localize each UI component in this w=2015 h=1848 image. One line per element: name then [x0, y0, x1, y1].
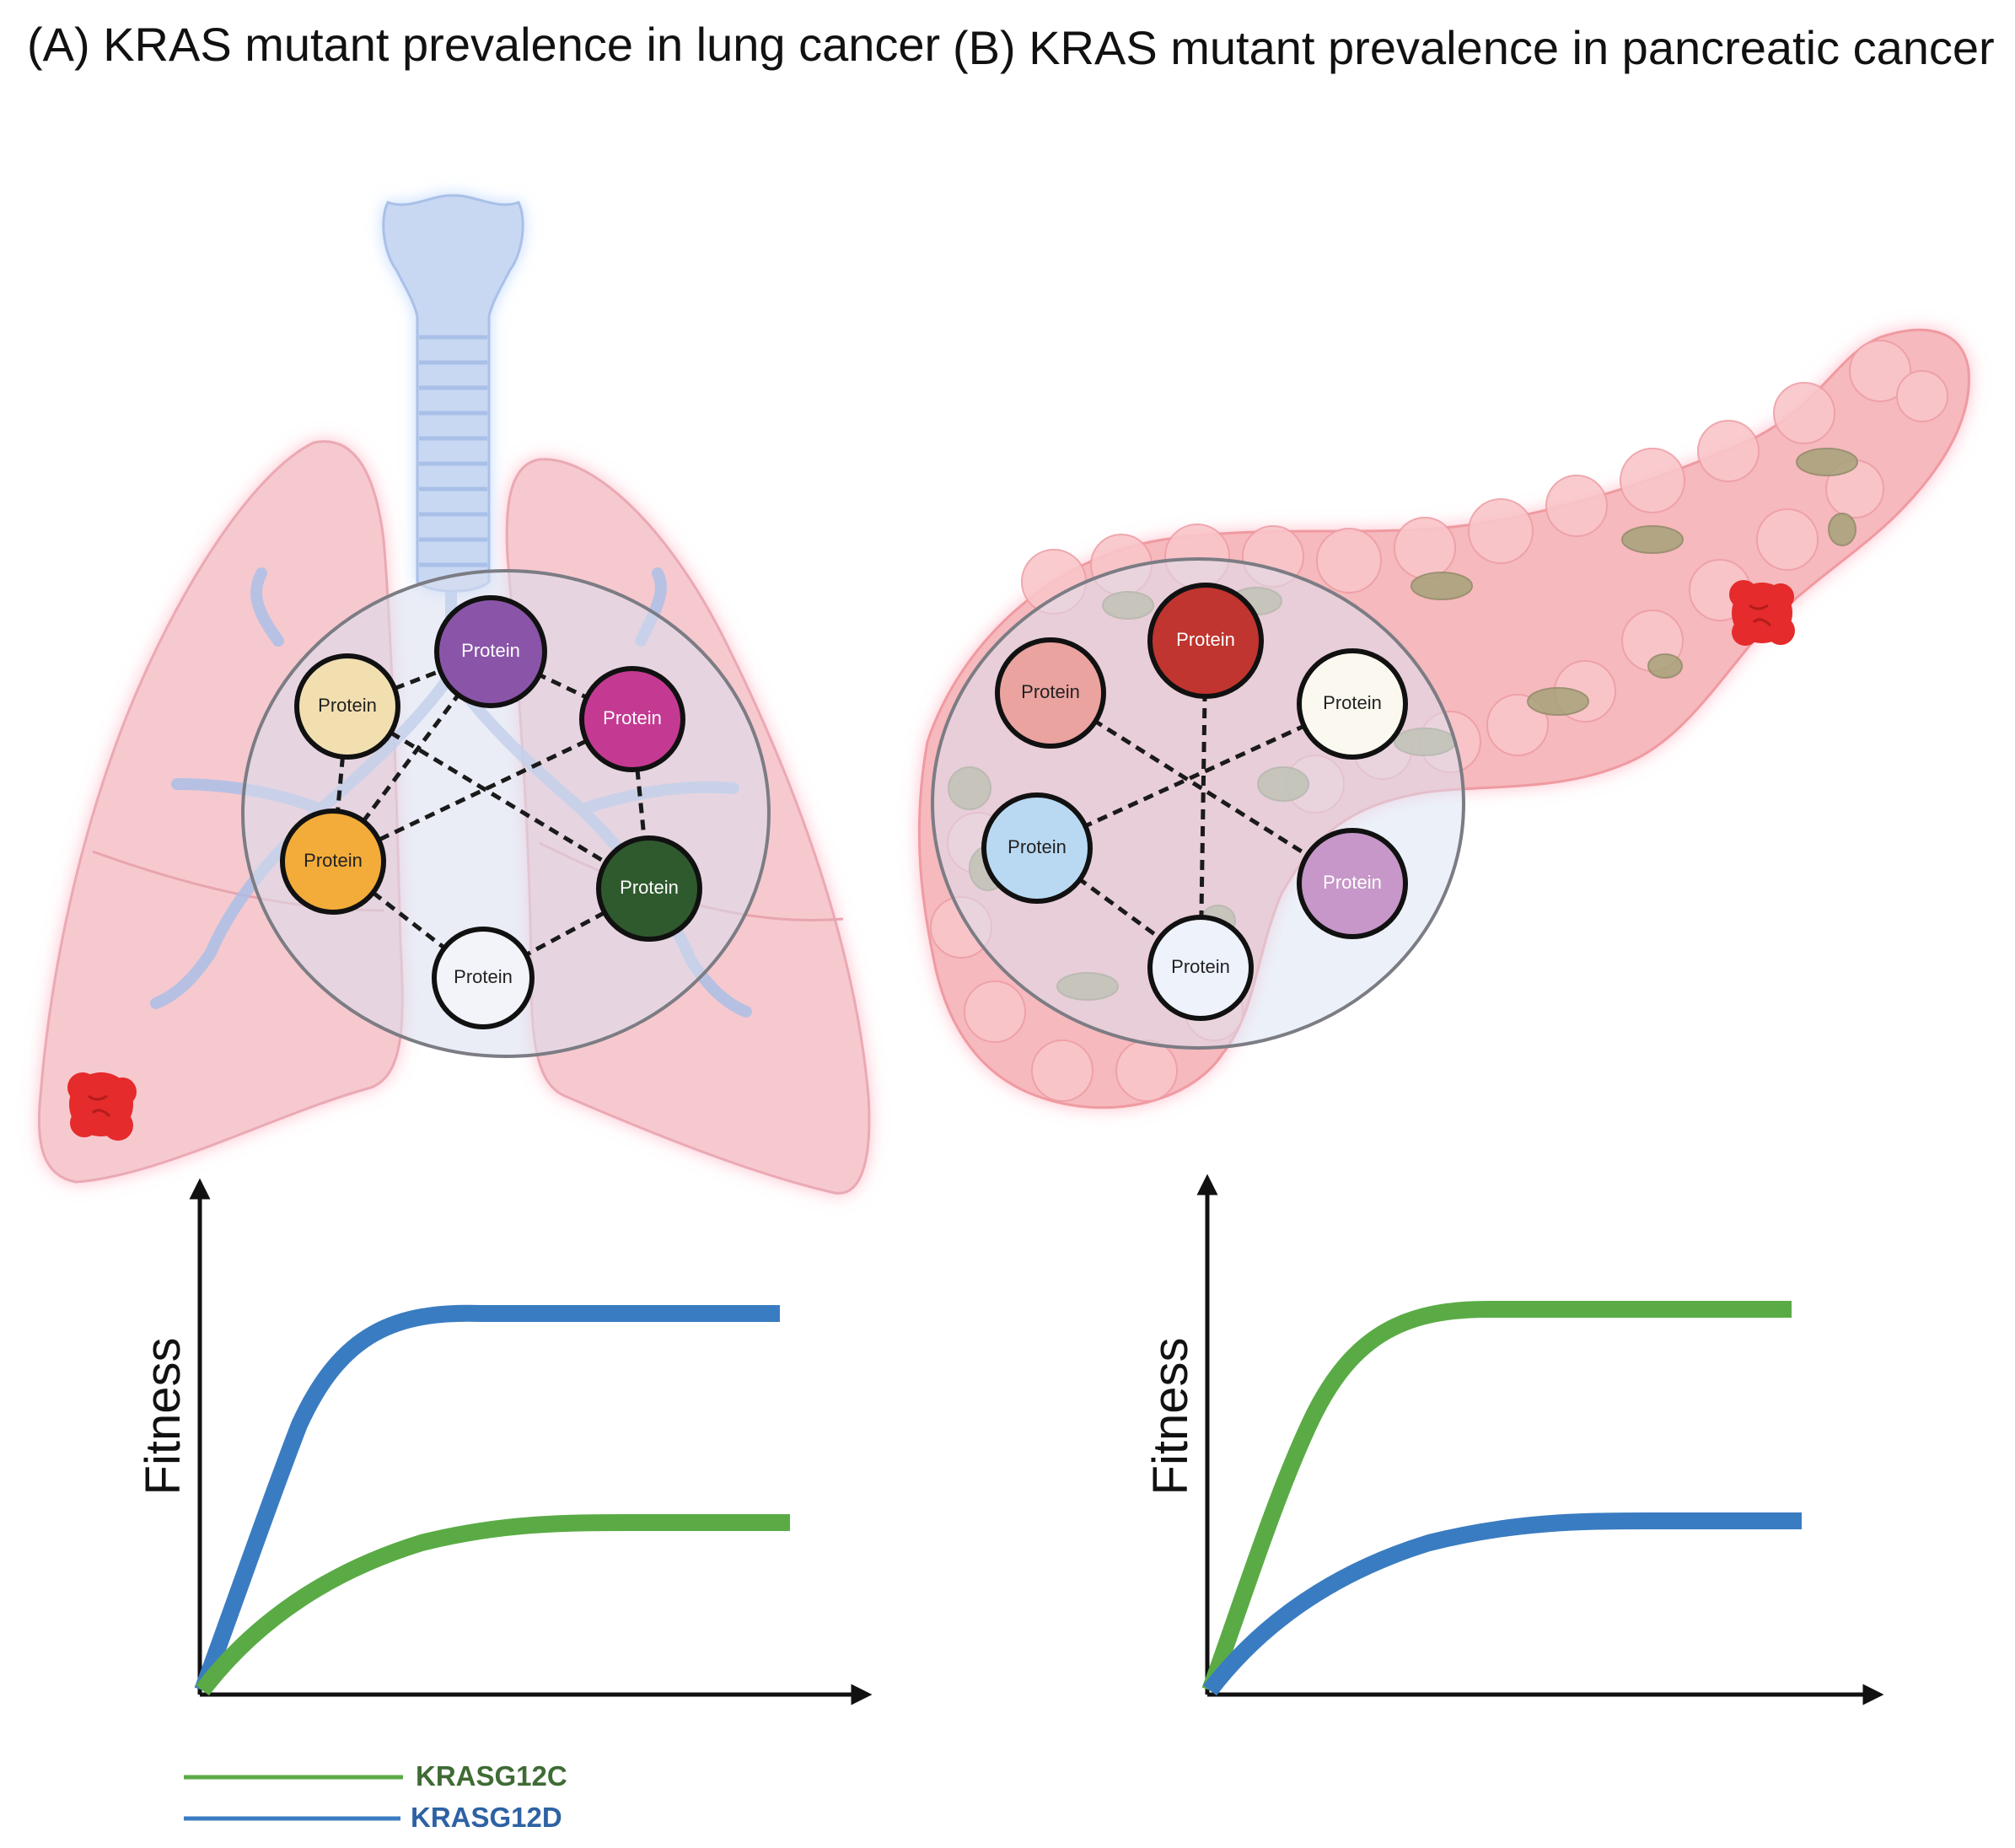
series-line [1203, 1512, 1802, 1696]
protein-node-circle [1297, 828, 1408, 939]
protein-node-circle [1147, 915, 1254, 1021]
tumor-nodule-icon [1729, 580, 1795, 646]
panel-a: (A) KRAS mutant prevalence in lung cance… [27, 18, 940, 1706]
protein-node: Protein [1297, 648, 1408, 760]
panel-a-title: (A) KRAS mutant prevalence in lung cance… [27, 18, 940, 71]
protein-node-circle [981, 792, 1093, 904]
legend: KRASG12C KRASG12D [184, 1760, 567, 1833]
protein-label: Protein [1021, 681, 1080, 702]
legend-label: KRASG12C [416, 1760, 567, 1792]
series-line [1201, 1300, 1792, 1694]
protein-node: Protein [596, 835, 702, 942]
protein-node: Protein [432, 927, 535, 1029]
protein-node-circle [1147, 583, 1264, 699]
protein-label: Protein [1323, 872, 1382, 893]
protein-node: Protein [1297, 828, 1408, 939]
protein-node-circle [596, 835, 702, 942]
protein-label: Protein [1171, 956, 1230, 977]
protein-network-b: Protein Protein Protein Protein Protein … [931, 557, 1465, 1050]
fitness-chart-a: Fitness [136, 1178, 873, 1706]
protein-label: Protein [1008, 836, 1067, 857]
protein-node-circle [434, 595, 547, 708]
protein-node-circle [579, 666, 685, 772]
legend-item: KRASG12D [184, 1802, 562, 1833]
protein-label: Protein [318, 695, 377, 716]
tracheal-rings [419, 335, 487, 567]
protein-node-circle [280, 808, 386, 915]
protein-label: Protein [461, 640, 520, 661]
protein-node: Protein [434, 595, 547, 708]
protein-node: Protein [981, 792, 1093, 904]
fitness-chart-b: Fitness [1143, 1174, 1884, 1706]
y-axis-label: Fitness [136, 1338, 191, 1496]
protein-label: Protein [620, 877, 679, 898]
protein-label: Protein [1323, 692, 1382, 713]
protein-node-circle [432, 927, 535, 1029]
protein-label: Protein [304, 850, 363, 871]
y-axis-label: Fitness [1143, 1338, 1198, 1496]
protein-node: Protein [280, 808, 386, 915]
protein-label: Protein [1176, 629, 1235, 650]
protein-node: Protein [995, 637, 1106, 749]
protein-label: Protein [454, 966, 513, 987]
panel-b-title: (B) KRAS mutant prevalence in pancreatic… [953, 21, 1995, 74]
panel-b: (B) KRAS mutant prevalence in pancreatic… [917, 21, 1995, 1706]
series-line [194, 1304, 780, 1694]
legend-label: KRASG12D [411, 1802, 562, 1833]
protein-network-a: Protein Protein Protein Protein Protein … [241, 569, 771, 1058]
protein-node: Protein [1147, 915, 1254, 1021]
protein-node: Protein [579, 666, 685, 772]
protein-node-circle [294, 653, 400, 760]
legend-item: KRASG12C [184, 1760, 567, 1792]
protein-node: Protein [1147, 583, 1264, 699]
series-line [196, 1513, 790, 1696]
protein-node-circle [1297, 648, 1408, 760]
protein-label: Protein [603, 707, 662, 728]
trachea [382, 194, 524, 593]
tumor-nodule-icon [67, 1072, 137, 1141]
protein-node-circle [995, 637, 1106, 749]
protein-node: Protein [294, 653, 400, 760]
